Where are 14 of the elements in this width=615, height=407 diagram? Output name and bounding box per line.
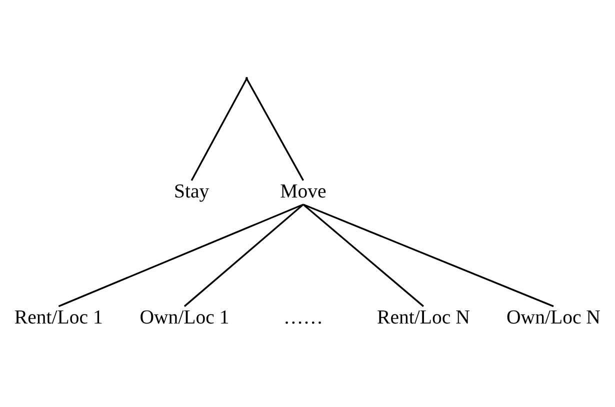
connector [190,78,248,180]
node-text: Rent/Loc N [377,306,470,328]
connector [184,203,304,306]
connector [302,203,554,307]
node-text: Stay [174,180,210,202]
connector [246,78,304,180]
node-point [245,76,248,79]
node-text: Own/Loc N [506,306,600,328]
node-text: Rent/Loc 1 [14,306,103,328]
label: …… [283,306,324,328]
node-text: Move [280,180,326,202]
connector [58,203,304,307]
node-text: Own/Loc 1 [140,306,230,328]
connector [302,203,424,306]
